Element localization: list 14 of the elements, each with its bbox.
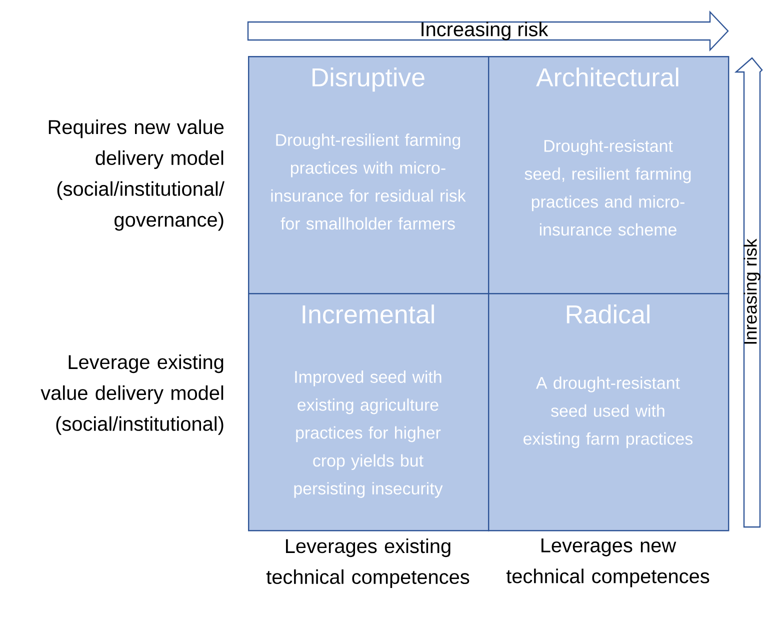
- cell-description: A drought-resistant seed used with existing farm practices: [524, 376, 693, 448]
- row-label: Leverage existing value delivery model (social/institutional): [40, 354, 224, 435]
- cell-description: Drought-resilient farming practices with micro-insurance for residual risk for smallholder farmers: [271, 134, 466, 230]
- cell-heading: Architectural: [536, 68, 678, 87]
- cell-description: Drought-resistant seed, resilient farming practices and micro-insurance scheme: [524, 140, 691, 236]
- axis-title: Increasing risk: [422, 22, 548, 40]
- column-label: Leverages existing technical competences: [266, 538, 470, 588]
- cell-heading: Disruptive: [312, 68, 424, 92]
- cell-description: Improved seed with existing agriculture practices for higher crop yields but persisting insecurity: [294, 370, 443, 498]
- axis-title: Inreasing risk: [744, 238, 760, 344]
- cell-heading: Incremental: [302, 304, 434, 324]
- cell-heading: Radical: [566, 304, 650, 324]
- column-label: Leverages new technical competences: [506, 538, 710, 588]
- row-label: Requires new value delivery model (social/institutional/ governance): [48, 120, 224, 231]
